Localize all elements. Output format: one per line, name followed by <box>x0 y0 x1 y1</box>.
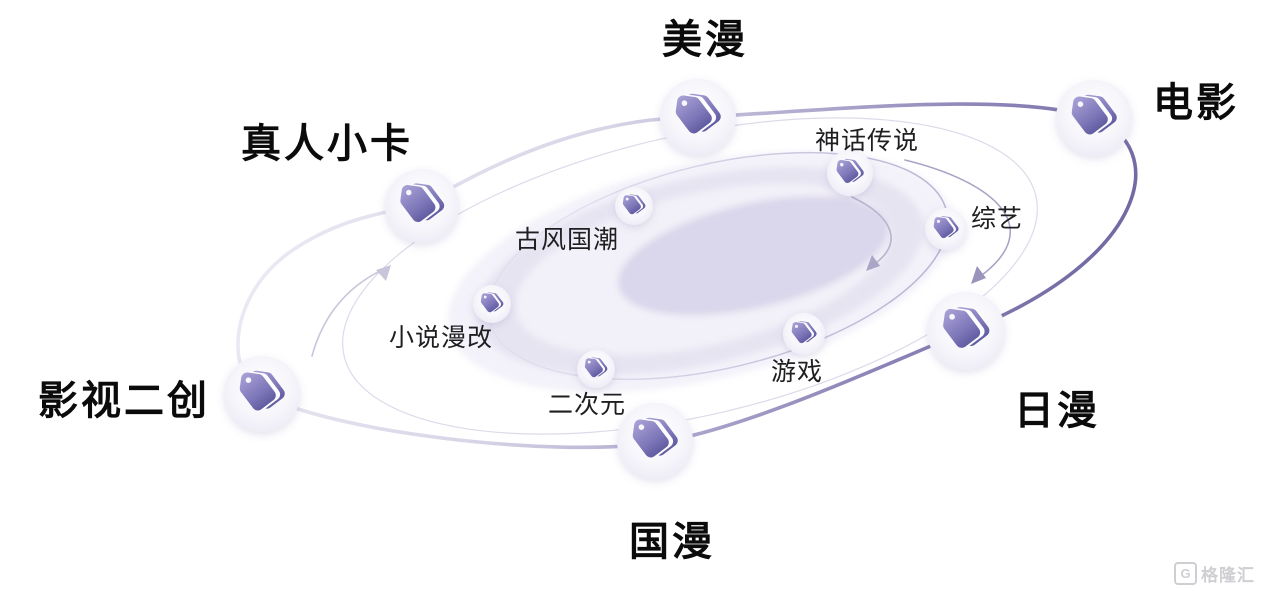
rotation-arrow-left <box>311 265 391 357</box>
nodes-layer <box>224 79 1132 479</box>
node-guofeng-guochao <box>615 187 653 225</box>
node-american-comics <box>660 79 736 155</box>
node-novel-adaptation <box>473 285 511 323</box>
node-movies <box>1056 80 1132 156</box>
node-real-person-cards <box>385 169 459 243</box>
rotation-arrow-right-inner <box>851 196 892 271</box>
orbit-ring-outer <box>236 102 1138 450</box>
node-chinese-comics <box>617 403 693 479</box>
galaxy-disc <box>447 151 954 393</box>
node-japanese-comics <box>927 292 1005 370</box>
rotation-arrow-right-outer <box>904 159 1012 284</box>
node-film-tv-recreation <box>224 356 300 432</box>
node-myths-legends <box>827 150 873 196</box>
node-games <box>783 313 825 355</box>
node-variety-shows <box>925 208 967 250</box>
node-anime-2d <box>577 350 615 388</box>
orbit-ring-middle <box>342 117 1038 435</box>
